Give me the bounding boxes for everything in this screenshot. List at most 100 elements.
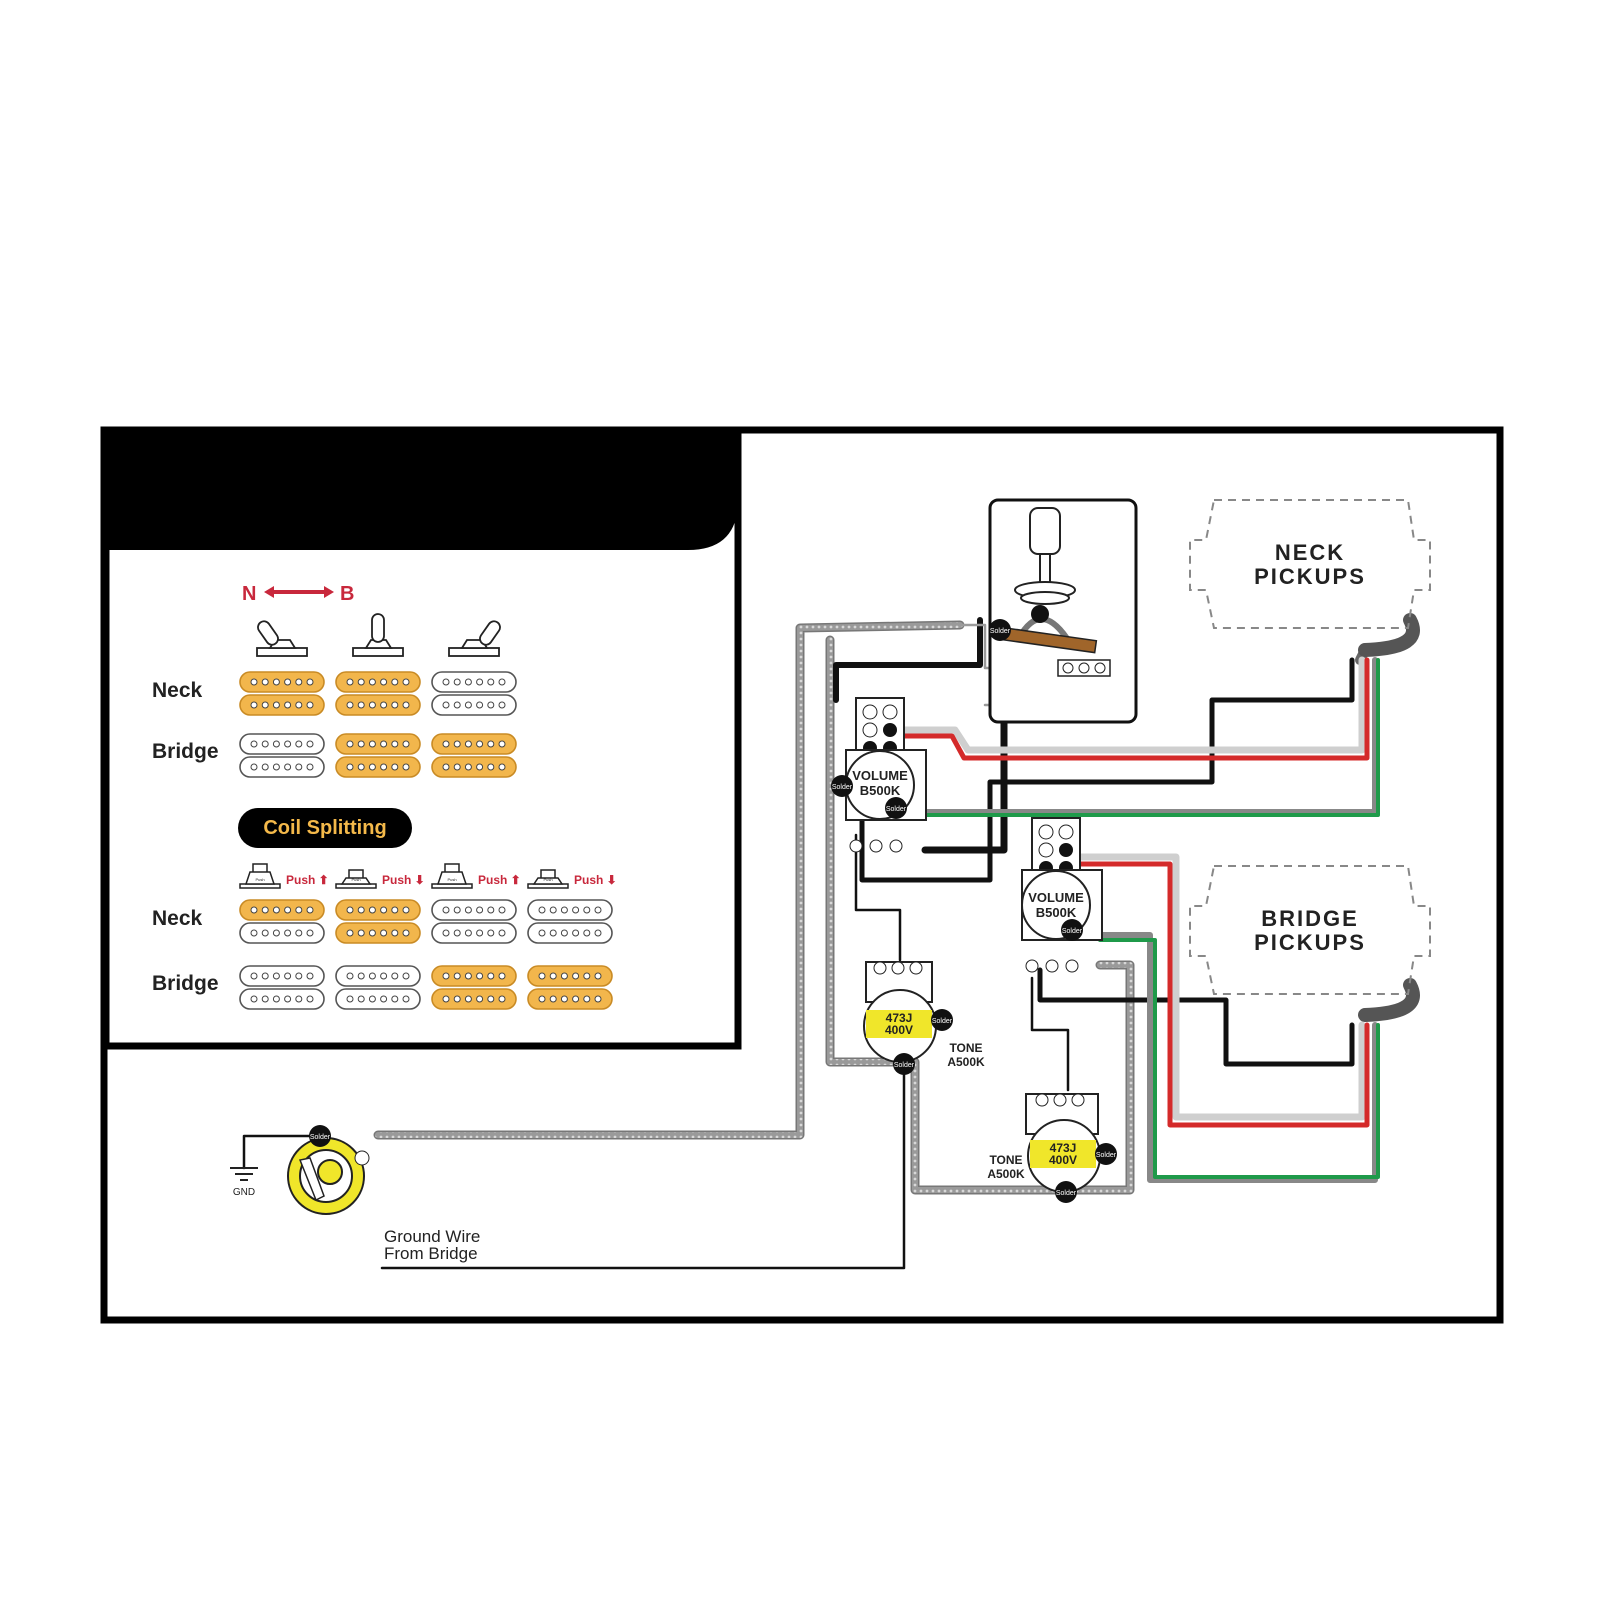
pickup-coil-icon bbox=[527, 965, 613, 987]
cap-bridge-line1: 473J bbox=[1050, 1141, 1077, 1155]
pickup-coil-icon bbox=[431, 965, 517, 987]
pickup-coil-icon bbox=[335, 671, 421, 693]
pickup-coil-icon bbox=[239, 988, 325, 1010]
ground-symbol-icon bbox=[230, 1167, 258, 1181]
black-wire-neck-vol bbox=[833, 617, 983, 703]
push-pull-knob-icon: Push ⬇Push bbox=[335, 869, 425, 889]
legend-n-label: N bbox=[242, 583, 256, 605]
pickup-coil-icon bbox=[335, 694, 421, 716]
wires bbox=[242, 613, 1420, 1270]
push-pull-knob-icon: Push ⬆ Push bbox=[239, 863, 329, 889]
pickup-coil-icon bbox=[431, 756, 517, 778]
pickup-coil-icon bbox=[431, 988, 517, 1010]
coil-splitting-badge bbox=[238, 808, 412, 848]
neck-pickup-line1: NECK bbox=[1275, 540, 1345, 565]
legend-row-neck: Neck bbox=[152, 679, 203, 702]
tone-bridge-line1: TONE bbox=[989, 1153, 1022, 1167]
pickup-coil-icon bbox=[335, 922, 421, 944]
volume-pot-neck: VOLUME B500K Solder Solder bbox=[831, 697, 927, 853]
switch-solder-label: Solder bbox=[990, 628, 1011, 635]
gnd-wire bbox=[242, 1134, 327, 1170]
pickup-coil-icon bbox=[431, 899, 517, 921]
neck-white-wire bbox=[896, 656, 1366, 754]
neck-pickup-line2: PICKUPS bbox=[1254, 564, 1366, 589]
pickup-coil-icon bbox=[431, 733, 517, 755]
tone-bridge-solder-b: Solder bbox=[1056, 1190, 1077, 1197]
push-pull-knob-icon: Push ⬇ Push bbox=[527, 869, 617, 889]
pickup-coil-icon bbox=[239, 899, 325, 921]
gnd-label: GND bbox=[233, 1187, 255, 1198]
bridge-green-wire bbox=[1097, 932, 1378, 1183]
pickup-coil-icon bbox=[239, 671, 325, 693]
ground-wire-from-bridge bbox=[380, 1070, 906, 1270]
neck-green-wire bbox=[917, 657, 1378, 815]
tone-neck-solder-b: Solder bbox=[894, 1062, 915, 1069]
bridge-pickup: BRIDGE PICKUPS bbox=[1189, 865, 1431, 995]
tone-pot-bridge: 473J 400V Solder Solder TONE A500K bbox=[987, 1093, 1117, 1203]
legend-split-bridge: Bridge bbox=[152, 972, 219, 995]
volume-neck-solder-a: Solder bbox=[832, 784, 853, 791]
pickup-coil-icon bbox=[239, 965, 325, 987]
neck-pickup: NECK PICKUPS bbox=[1189, 499, 1431, 629]
neck-black-wire bbox=[859, 657, 1355, 883]
volume-neck-solder-b: Solder bbox=[886, 806, 907, 813]
neck-red-wire bbox=[897, 657, 1370, 761]
thin-wire-tone-neck bbox=[854, 833, 902, 962]
bridge-white-wire bbox=[1071, 853, 1366, 1121]
push-knob-text: Push bbox=[255, 877, 264, 882]
tone-neck-line2: A500K bbox=[947, 1055, 985, 1069]
cap-neck-line2: 400V bbox=[885, 1023, 913, 1037]
legend-panel: N B Neck Bridge Coil Splitting bbox=[102, 428, 742, 1050]
push-pull-knob-icon: Push ⬆Push bbox=[431, 863, 521, 889]
pickup-coil-icon bbox=[431, 694, 517, 716]
push-direction-label: Push ⬆ bbox=[478, 873, 521, 887]
tone-bridge-solder-a: Solder bbox=[1096, 1152, 1117, 1159]
pickup-coil-icon bbox=[431, 922, 517, 944]
pickup-coil-icon bbox=[239, 922, 325, 944]
bridge-pickup-line1: BRIDGE bbox=[1261, 906, 1359, 931]
pickup-coil-icon bbox=[335, 965, 421, 987]
push-knob-text: Push bbox=[543, 877, 552, 882]
toggle-switch-neck-icon bbox=[256, 620, 308, 657]
pickup-coil-icon bbox=[431, 671, 517, 693]
volume-neck-line1: VOLUME bbox=[852, 768, 908, 783]
toggle-switch-bridge-icon bbox=[448, 620, 501, 657]
legend-b-label: B bbox=[340, 583, 354, 605]
push-direction-label: Push ⬆ bbox=[286, 873, 329, 887]
three-way-switch: Solder bbox=[988, 498, 1138, 724]
pickup-coil-icon bbox=[335, 988, 421, 1010]
pickup-coil-icon bbox=[335, 756, 421, 778]
bridge-red-wire bbox=[1072, 861, 1370, 1128]
pickup-coil-icon bbox=[527, 988, 613, 1010]
output-jack: Solder bbox=[287, 1125, 370, 1215]
double-arrow-icon bbox=[264, 586, 334, 598]
bridge-black-wire bbox=[1037, 967, 1355, 1067]
volume-pot-bridge: VOLUME B500K Solder bbox=[1021, 817, 1103, 973]
volume-neck-line2: B500K bbox=[860, 783, 901, 798]
toggle-switch-middle-icon bbox=[352, 613, 404, 657]
push-knob-text: Push bbox=[351, 877, 360, 882]
pickup-coil-icon bbox=[239, 733, 325, 755]
pickup-coil-grid bbox=[239, 671, 613, 1010]
legend-row-bridge: Bridge bbox=[152, 740, 219, 763]
pickup-coil-icon bbox=[335, 899, 421, 921]
pickup-coil-icon bbox=[527, 922, 613, 944]
volume-bridge-solder: Solder bbox=[1062, 928, 1083, 935]
tone-neck-solder-a: Solder bbox=[932, 1018, 953, 1025]
ground-wire-line2: From Bridge bbox=[384, 1244, 478, 1263]
cap-bridge-line2: 400V bbox=[1049, 1153, 1077, 1167]
thin-wire-tone-bridge bbox=[1030, 976, 1070, 1092]
pickup-coil-icon bbox=[239, 694, 325, 716]
ground-wire-line1: Ground Wire bbox=[384, 1227, 480, 1246]
pickup-coil-icon bbox=[527, 899, 613, 921]
tone-pot-neck: 473J 400V Solder Solder TONE A500K bbox=[863, 961, 985, 1075]
cap-neck-line1: 473J bbox=[886, 1011, 913, 1025]
legend-split-neck: Neck bbox=[152, 907, 203, 930]
bridge-pickup-line2: PICKUPS bbox=[1254, 930, 1366, 955]
volume-bridge-line1: VOLUME bbox=[1028, 890, 1084, 905]
push-direction-label: Push ⬇ bbox=[574, 873, 617, 887]
pickup-coil-icon bbox=[335, 733, 421, 755]
coil-splitting-label: Coil Splitting bbox=[263, 817, 386, 839]
